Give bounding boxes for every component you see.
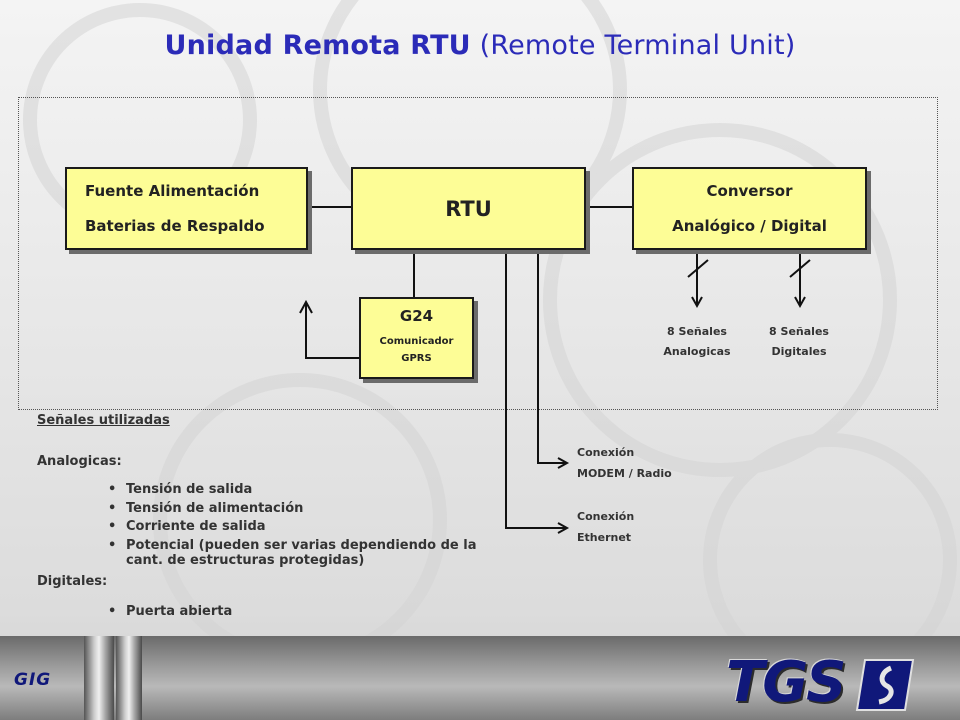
title-bold: Unidad Remota RTU: [164, 30, 471, 61]
list-item: Potencial (pueden ser varias dependiendo…: [108, 538, 488, 568]
modem-connection-type: MODEM / Radio: [577, 467, 672, 480]
diagram-frame: [18, 97, 938, 410]
converter-label: Conversor: [706, 182, 793, 200]
g24-label: G24: [399, 307, 434, 325]
list-item: Tensión de salida: [108, 482, 488, 497]
rtu-block: RTU: [351, 167, 586, 250]
pipe-graphic: [84, 636, 114, 720]
page-title: Unidad Remota RTU (Remote Terminal Unit): [0, 30, 960, 61]
footer-bar: [0, 636, 960, 720]
backup-battery-label: Baterias de Respaldo: [85, 217, 265, 235]
pipe-graphic: [116, 636, 142, 720]
analog-category-label: Analogicas:: [37, 454, 122, 469]
digital-signals-label: 8 Señales Digitales: [754, 322, 844, 362]
digital-signals-count: 8 Señales: [769, 325, 829, 338]
tgs-emblem-icon: [855, 659, 915, 711]
analog-signal-list: Tensión de salida Tensión de alimentació…: [108, 482, 488, 571]
signals-section-title: Señales utilizadas: [37, 413, 170, 428]
title-regular: (Remote Terminal Unit): [479, 30, 796, 61]
modem-connection-label: Conexión MODEM / Radio: [577, 442, 672, 484]
power-supply-block: Fuente Alimentación Baterias de Respaldo: [65, 167, 308, 250]
analog-signals-count: 8 Señales: [667, 325, 727, 338]
list-item: Tensión de alimentación: [108, 501, 488, 516]
ethernet-connection-title: Conexión: [577, 510, 635, 523]
power-supply-label: Fuente Alimentación: [85, 182, 260, 200]
ethernet-connection-type: Ethernet: [577, 531, 632, 544]
rtu-label: RTU: [445, 196, 492, 221]
digital-category-label: Digitales:: [37, 574, 108, 589]
converter-type-label: Analógico / Digital: [672, 217, 827, 235]
list-item: Puerta abierta: [108, 604, 408, 619]
tgs-logo: TGS: [726, 650, 846, 715]
g24-sub-label: Comunicador: [379, 336, 454, 347]
modem-connection-title: Conexión: [577, 446, 635, 459]
analog-signals-type: Analogicas: [663, 345, 731, 358]
ethernet-connection-label: Conexión Ethernet: [577, 506, 634, 548]
gig-logo: GIG: [14, 670, 52, 690]
g24-gprs-label: GPRS: [401, 353, 432, 364]
analog-signals-label: 8 Señales Analogicas: [652, 322, 742, 362]
digital-signals-type: Digitales: [771, 345, 827, 358]
converter-block: Conversor Analógico / Digital: [632, 167, 867, 250]
g24-block: G24 Comunicador GPRS: [359, 297, 474, 379]
list-item: Corriente de salida: [108, 519, 488, 534]
digital-signal-list: Puerta abierta: [108, 604, 408, 623]
